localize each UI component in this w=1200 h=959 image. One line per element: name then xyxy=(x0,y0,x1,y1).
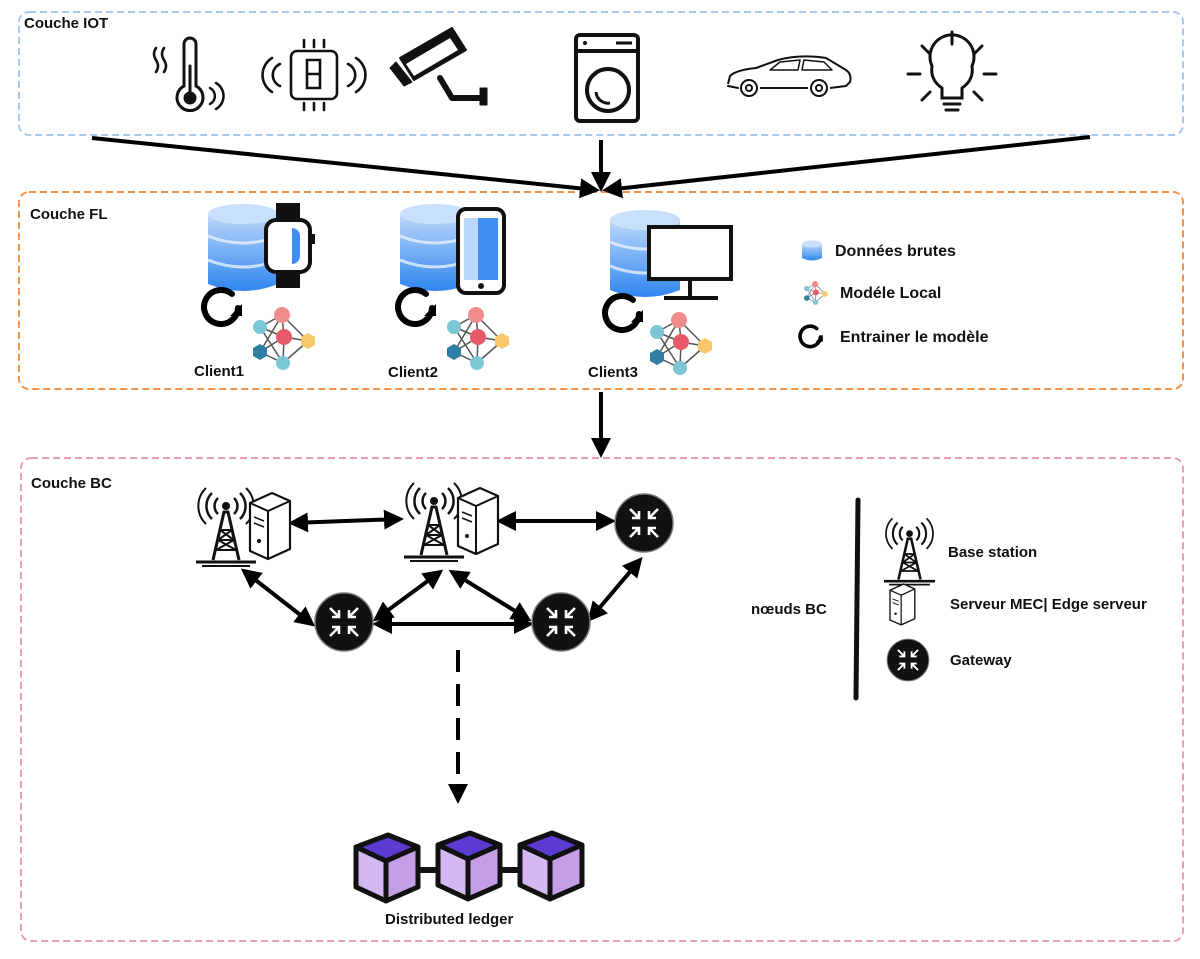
distributed-ledger-chain xyxy=(356,833,582,901)
car-icon xyxy=(727,55,852,97)
legend-local-model-icon xyxy=(803,280,828,306)
legend-gateway-icon xyxy=(886,638,930,682)
ledger-label: Distributed ledger xyxy=(385,911,514,928)
fl-layer-title: Couche FL xyxy=(30,206,108,223)
light-bulb-icon xyxy=(906,30,998,112)
bc-layer-frame xyxy=(20,457,1184,942)
bc-links xyxy=(240,509,643,634)
iot-to-fl-connector xyxy=(91,135,1091,199)
legend-raw-data-label: Données brutes xyxy=(835,243,956,260)
client-2 xyxy=(398,202,510,371)
legend-edge-server-label: Serveur MEC| Edge serveur xyxy=(950,596,1147,613)
base-station-node-2 xyxy=(402,481,466,563)
client-3 xyxy=(605,208,733,376)
train-model-icon xyxy=(605,296,643,330)
edge-server-node-1 xyxy=(248,491,292,561)
client-3-label: Client3 xyxy=(588,364,639,381)
base-station-node-1 xyxy=(194,486,258,568)
client-2-label: Client2 xyxy=(388,364,439,381)
smartphone-icon xyxy=(456,207,506,295)
fl-layer-frame xyxy=(18,191,1184,390)
iot-layer-title: Couche IOT xyxy=(24,15,109,32)
smartwatch-icon xyxy=(264,203,315,288)
legend-base-station-label: Base station xyxy=(948,544,1038,561)
thermometer-icon xyxy=(152,36,225,113)
monitor-icon xyxy=(647,225,733,300)
train-model-icon xyxy=(204,290,242,324)
legend-gateway-label: Gateway xyxy=(950,652,1012,669)
chip-icon xyxy=(261,38,367,112)
local-model-icon xyxy=(446,306,510,371)
security-camera-icon xyxy=(389,27,488,106)
legend-train-model-label: Entrainer le modèle xyxy=(840,329,989,346)
ledger-block-icon xyxy=(520,833,582,899)
legend-raw-data-icon xyxy=(802,240,822,261)
local-model-icon xyxy=(649,311,713,376)
ledger-block-icon xyxy=(438,833,500,899)
legend-train-model-icon xyxy=(798,324,825,349)
legend-edge-server-icon xyxy=(889,583,916,626)
gateway-node-2 xyxy=(313,591,375,653)
bc-legend-bracket xyxy=(853,497,861,701)
client-1-label: Client1 xyxy=(194,363,245,380)
legend-base-station-icon xyxy=(882,517,937,586)
washing-machine-icon xyxy=(574,33,640,123)
ledger-block-icon xyxy=(356,835,418,901)
gateway-node-1 xyxy=(613,492,675,554)
bc-layer-title: Couche BC xyxy=(31,475,112,492)
edge-server-node-2 xyxy=(456,486,500,556)
train-model-icon xyxy=(398,290,436,324)
local-model-icon xyxy=(252,306,316,371)
client-1 xyxy=(204,202,316,371)
iot-layer-frame xyxy=(18,11,1184,136)
gateway-node-3 xyxy=(530,591,592,653)
bc-nodes-group-label: nœuds BC xyxy=(751,601,827,618)
legend-local-model-label: Modéle Local xyxy=(840,285,942,302)
